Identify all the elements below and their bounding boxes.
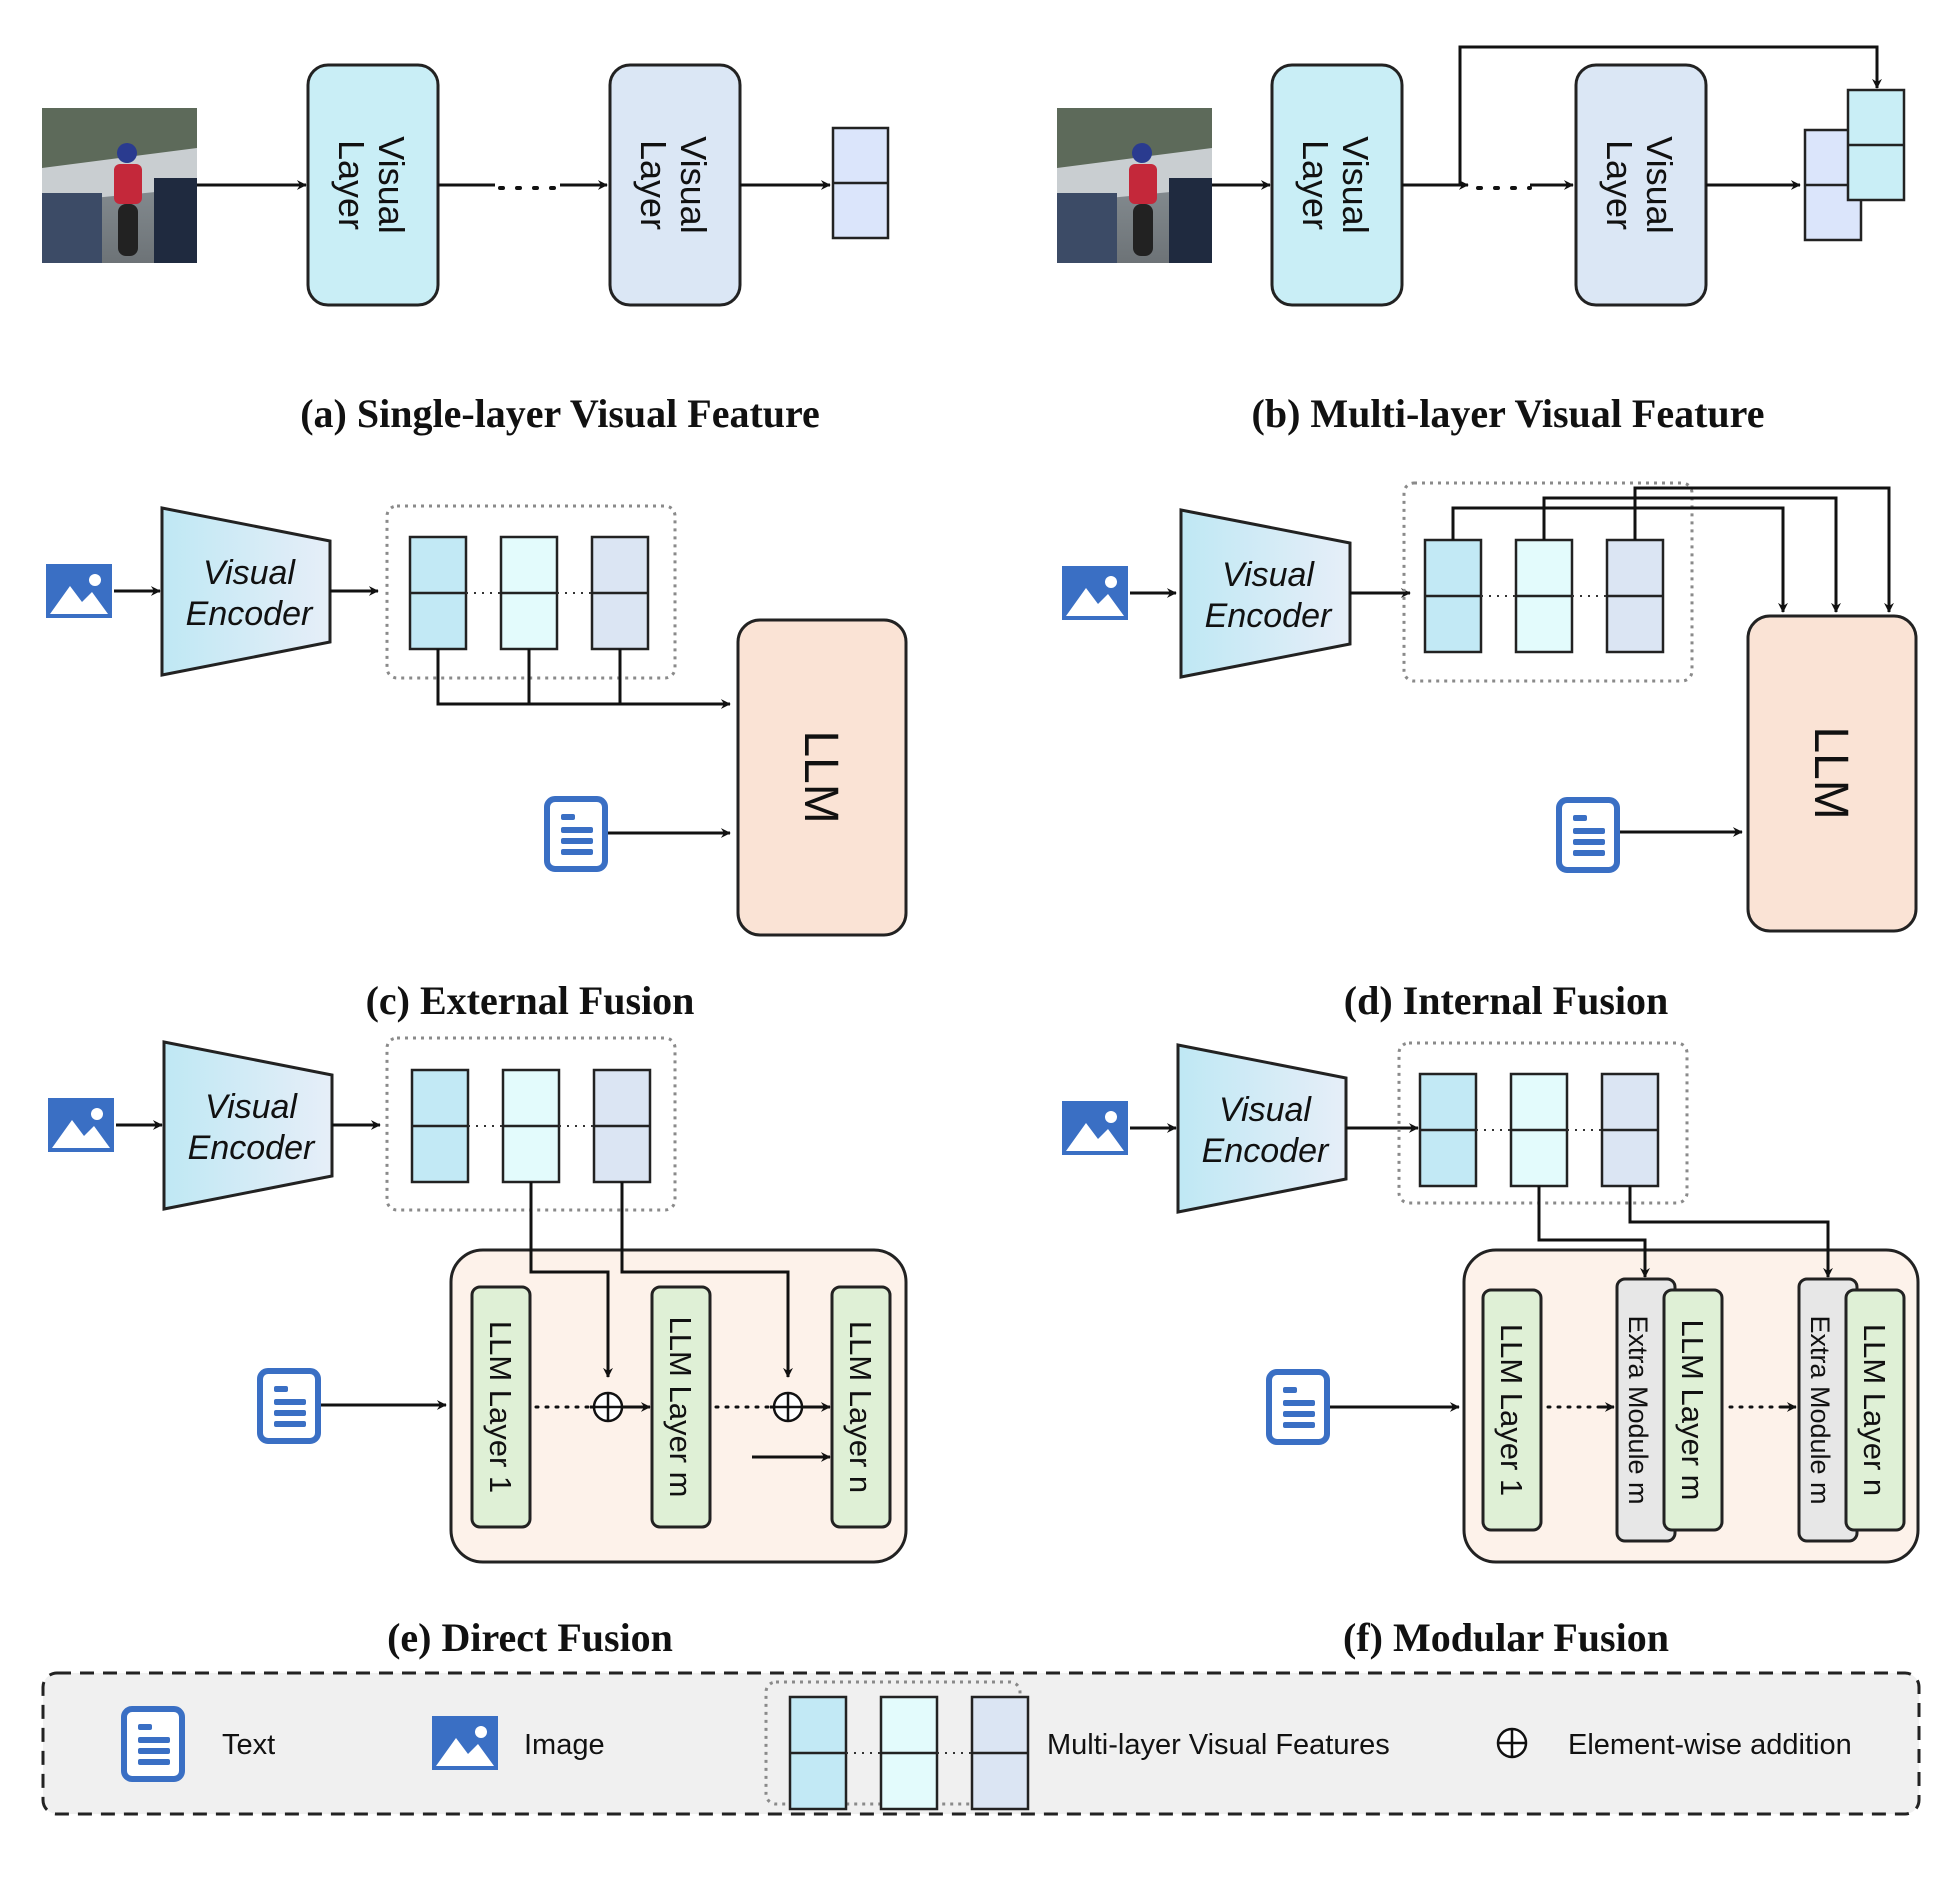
- extra-module-m-label: Extra Module m: [1623, 1315, 1653, 1504]
- multi-layer-features: [788, 1695, 1030, 1811]
- llm-layer-n: [830, 1285, 892, 1529]
- llm-layer-1-label: LLM Layer 1: [483, 1321, 518, 1493]
- panel-c: Visual Encoder LLM (c) External Fusion: [46, 504, 908, 1023]
- llm-label: LLM: [1804, 726, 1857, 819]
- encoder-label-line2: Encoder: [186, 595, 314, 633]
- llm-layer-n-label: LLM Layer n: [1857, 1324, 1892, 1496]
- caption-d: (d) Internal Fusion: [1344, 978, 1669, 1023]
- element-wise-addition-icon: [1496, 1727, 1528, 1759]
- visual-layer-label-line1: Visual: [371, 136, 412, 233]
- panel-b: Visual Layer Visual Layer (b) Multi-laye…: [1057, 45, 1906, 436]
- caption-c: (c) External Fusion: [366, 978, 695, 1023]
- visual-encoder: [162, 1040, 334, 1211]
- llm-label: LLM: [794, 730, 847, 823]
- panel-e: Visual Encoder LLM Layer 1 LLM Layer m L…: [48, 1036, 908, 1660]
- encoder-label-line2: Encoder: [1202, 1132, 1330, 1170]
- image-icon: [46, 564, 112, 618]
- multi-layer-features: [410, 1068, 652, 1184]
- feature-group-box: [385, 504, 677, 680]
- visual-layer-label-line2: Layer: [1295, 140, 1336, 230]
- panel-a: Visual Layer Visual Layer (a) Single-lay…: [42, 63, 890, 436]
- llm-layer-m-label: LLM Layer m: [663, 1317, 698, 1498]
- image-icon: [1062, 1101, 1128, 1155]
- multi-layer-features: [408, 535, 650, 651]
- visual-layer-label-line2: Layer: [633, 140, 674, 230]
- image-icon: [1062, 566, 1128, 620]
- llm-layer-1-label: LLM Layer 1: [1494, 1324, 1529, 1496]
- caption-f: (f) Modular Fusion: [1343, 1615, 1669, 1660]
- encoder-label-line2: Encoder: [188, 1129, 316, 1167]
- encoder-label-line1: Visual: [1219, 1091, 1312, 1129]
- legend: Text Image Multi-layer Visual Features E…: [41, 1671, 1921, 1816]
- legend-image-label: Image: [524, 1729, 605, 1761]
- llm-block: [736, 618, 908, 937]
- visual-encoder: [1179, 508, 1352, 679]
- llm-layer-n: [1844, 1288, 1906, 1532]
- encoder-label-line2: Encoder: [1205, 597, 1333, 635]
- visual-layer-label-line1: Visual: [1335, 136, 1376, 233]
- visual-layer-label-line1: Visual: [673, 136, 714, 233]
- text-icon: [260, 1371, 318, 1441]
- llm-layer-1: [1481, 1288, 1543, 1532]
- feature-to-llm-arrow: [1542, 496, 1841, 613]
- text-icon: [547, 799, 605, 869]
- llm-layer-m: [650, 1285, 712, 1529]
- element-wise-addition-icon: [772, 1391, 804, 1423]
- multi-layer-features: [1423, 538, 1665, 654]
- caption-e: (e) Direct Fusion: [387, 1615, 673, 1660]
- feature-group-box: [1402, 481, 1694, 683]
- encoder-label-line1: Visual: [203, 554, 296, 592]
- visual-layer-label-line2: Layer: [331, 140, 372, 230]
- legend-text-label: Text: [222, 1729, 275, 1761]
- encoder-label-line1: Visual: [1222, 556, 1315, 594]
- panel-d: Visual Encoder LLM (d) Internal Fusion: [1062, 481, 1918, 1023]
- llm-layer-n-label: LLM Layer n: [843, 1321, 878, 1493]
- feature-injection-arrow: [529, 1182, 613, 1378]
- feature-to-llm-arrow: [436, 649, 731, 709]
- llm-layer-m-label: LLM Layer m: [1675, 1320, 1710, 1501]
- image-icon: [48, 1098, 114, 1152]
- text-icon: [1559, 800, 1617, 870]
- visual-layer-label-line2: Layer: [1599, 140, 1640, 230]
- panel-f: Visual Encoder LLM Layer 1 Extra Module …: [1062, 1041, 1920, 1660]
- llm-block: [1746, 614, 1918, 933]
- extra-module-m-label: Extra Module m: [1805, 1315, 1835, 1504]
- feature-to-llm-arrow: [1633, 486, 1894, 613]
- feature-to-llm-arrow: [1451, 506, 1788, 613]
- text-icon: [1269, 1372, 1327, 1442]
- encoder-label-line1: Visual: [205, 1088, 298, 1126]
- legend-addition-label: Element-wise addition: [1568, 1729, 1852, 1761]
- visual-encoder: [160, 506, 332, 677]
- text-icon: [124, 1709, 182, 1779]
- motorcycle-photo: [1057, 108, 1212, 263]
- feature-to-module-arrow: [1537, 1186, 1650, 1278]
- llm-layer-m: [1662, 1288, 1724, 1532]
- caption-b: (b) Multi-layer Visual Feature: [1252, 391, 1765, 436]
- multi-layer-features: [1418, 1072, 1660, 1188]
- feature-group-box: [1397, 1041, 1689, 1205]
- element-wise-addition-icon: [592, 1391, 624, 1423]
- legend-features-label: Multi-layer Visual Features: [1047, 1729, 1390, 1761]
- llm-layer-1: [470, 1285, 532, 1529]
- visual-layer-label-line1: Visual: [1639, 136, 1680, 233]
- image-icon: [432, 1716, 498, 1770]
- feature-injection-arrow: [620, 1182, 793, 1378]
- visual-encoder: [1176, 1043, 1348, 1214]
- motorcycle-photo: [42, 108, 197, 263]
- feature-to-module-arrow: [1628, 1186, 1833, 1278]
- caption-a: (a) Single-layer Visual Feature: [300, 391, 820, 436]
- skip-connection-arrow: [1458, 45, 1882, 185]
